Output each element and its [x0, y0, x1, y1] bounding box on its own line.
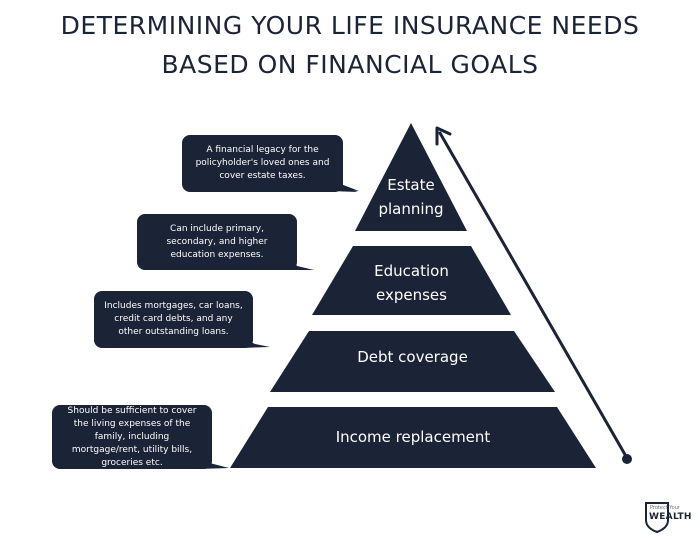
bubble-education-shape [137, 214, 314, 270]
tier-income-label: Income replacement [230, 425, 596, 449]
logo-tagline: Protect Your [650, 505, 680, 511]
tier-debt-shape [270, 331, 555, 392]
tier-estate-label-line-1: Estate [387, 176, 435, 194]
tier-estate-label-line-2: planning [378, 200, 444, 218]
bubble-income-shape [52, 405, 229, 469]
tier-education-label: Education expenses [312, 259, 511, 307]
tier-estate-shape [355, 123, 467, 231]
bubble-debt-text: Includes mortgages, car loans, credit ca… [104, 301, 243, 337]
bubble-education-text: Can include primary, secondary, and high… [166, 223, 268, 260]
tier-education-shape [312, 246, 511, 315]
tier-education-label-line-2: expenses [376, 286, 447, 304]
bubble-income-text: Should be sufficient to cover the living… [67, 405, 197, 468]
tier-debt-label-line-1: Debt coverage [357, 348, 468, 366]
up-arrow-icon [435, 126, 632, 464]
tier-debt-label: Debt coverage [270, 345, 555, 369]
shield-icon [645, 502, 669, 534]
tier-education-label-line-1: Education [374, 262, 449, 280]
bubble-estate-text: A financial legacy for the policyholder'… [195, 145, 330, 181]
logo-wordmark: WEALTH [649, 512, 692, 522]
page-title-line-1: DETERMINING YOUR LIFE INSURANCE NEEDS [60, 11, 640, 40]
tier-income-shape [230, 407, 596, 468]
page-title-line-2: BASED ON FINANCIAL GOALS [161, 50, 539, 79]
tier-income-label-line-1: Income replacement [335, 428, 491, 446]
tier-estate-label: Estate planning [355, 173, 467, 221]
bubble-estate-shape [182, 135, 359, 192]
bubble-debt-shape [94, 291, 270, 348]
